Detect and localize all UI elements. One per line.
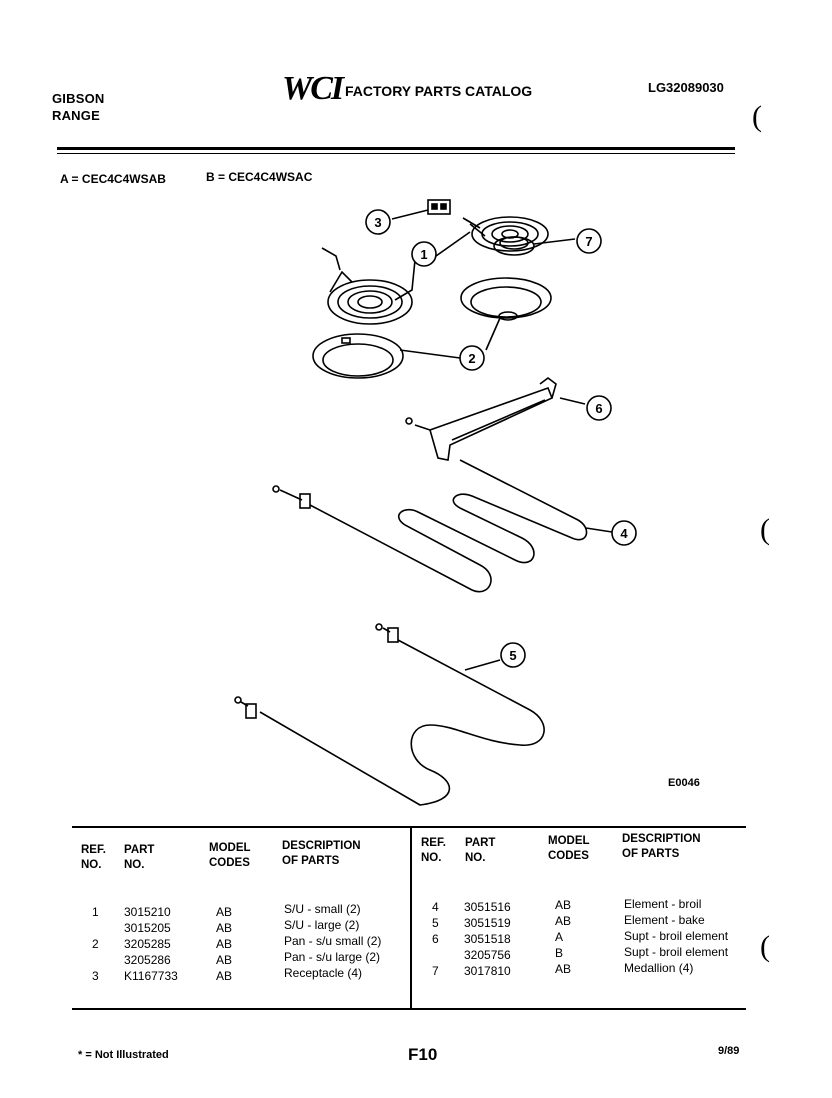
row-model: A xyxy=(555,930,564,944)
page-number: F10 xyxy=(408,1045,438,1064)
row-ref: 4 xyxy=(432,900,439,914)
col-header-ref: REF.NO. xyxy=(81,844,106,871)
row-part: 3205286 xyxy=(124,953,171,967)
catalog-title: FACTORY PARTS CATALOG xyxy=(345,83,533,99)
row-ref: 1 xyxy=(92,905,99,919)
row-model: AB xyxy=(216,905,233,919)
diagram-code: E0046 xyxy=(668,777,700,789)
row-part: 3205756 xyxy=(464,948,511,962)
row-desc: S/U - small (2) xyxy=(284,902,361,916)
callout-2: 2 xyxy=(459,345,485,371)
binder-mark-bottom: ( xyxy=(760,930,770,963)
row-desc: Receptacle (4) xyxy=(284,966,363,980)
row-model: AB xyxy=(216,921,233,935)
wci-logo: WCI xyxy=(282,70,344,107)
drip-pan-large xyxy=(312,333,404,379)
callout-4-label: 4 xyxy=(620,526,628,541)
row-part: 3205285 xyxy=(124,937,171,951)
row-desc: Pan - s/u large (2) xyxy=(284,950,381,964)
row-part: 3015205 xyxy=(124,921,171,935)
callout-7: 7 xyxy=(576,228,602,254)
broil-element xyxy=(272,459,613,593)
header-rule-thin xyxy=(57,153,735,154)
row-part: 3015210 xyxy=(124,905,171,919)
callout-1-label: 1 xyxy=(420,247,427,262)
table-bottom-rule xyxy=(72,1008,746,1010)
callout-6-label: 6 xyxy=(595,401,602,416)
col-header-ref-right: REF.NO. xyxy=(421,837,446,864)
surface-unit-small xyxy=(462,216,549,252)
row-desc: Pan - s/u small (2) xyxy=(284,934,382,948)
callout-3-label: 3 xyxy=(374,215,381,230)
row-part: 3017810 xyxy=(464,964,511,978)
binder-mark-top: ( xyxy=(752,100,762,133)
catalog-date: 9/89 xyxy=(718,1045,740,1057)
row-ref: 3 xyxy=(92,969,99,983)
row-ref: 6 xyxy=(432,932,439,946)
row-ref: 2 xyxy=(92,937,99,951)
broil-element-support xyxy=(405,377,586,461)
row-part: 3051519 xyxy=(464,916,511,930)
callout-6: 6 xyxy=(586,395,612,421)
row-model: AB xyxy=(216,953,233,967)
row-model: AB xyxy=(555,898,572,912)
callout-7-label: 7 xyxy=(585,234,592,249)
table-divider xyxy=(410,826,412,1010)
row-model: B xyxy=(555,946,564,960)
row-model: AB xyxy=(216,969,233,983)
callout-5: 5 xyxy=(500,642,526,668)
header-rule xyxy=(57,147,735,150)
receptacle-part xyxy=(391,199,451,220)
exploded-parts-diagram: 3 1 7 2 6 4 5 xyxy=(234,199,637,806)
table-top-rule xyxy=(72,826,746,828)
row-desc: Supt - broil element xyxy=(624,929,729,943)
model-a: A = CEC4C4WSAB xyxy=(60,172,166,186)
row-ref: 7 xyxy=(432,964,439,978)
row-desc: Supt - broil element xyxy=(624,945,729,959)
row-model: AB xyxy=(216,937,233,951)
row-model: AB xyxy=(555,914,572,928)
row-part: 3051516 xyxy=(464,900,511,914)
row-part: K1167733 xyxy=(124,969,178,983)
callout-5-label: 5 xyxy=(509,648,516,663)
row-ref: 5 xyxy=(432,916,439,930)
surface-unit-large xyxy=(321,247,413,325)
callout-3: 3 xyxy=(365,209,391,235)
row-model: AB xyxy=(555,962,572,976)
callout-2-label: 2 xyxy=(468,351,475,366)
brand-line-1: GIBSON xyxy=(52,91,105,106)
row-desc: Element - bake xyxy=(624,913,705,927)
catalog-number: LG32089030 xyxy=(648,80,724,95)
footnote: * = Not Illustrated xyxy=(78,1049,169,1061)
bake-element xyxy=(234,623,545,806)
row-desc: Element - broil xyxy=(624,897,702,911)
callout-4: 4 xyxy=(611,520,637,546)
binder-mark-middle: ( xyxy=(760,513,770,546)
callout-1: 1 xyxy=(411,241,437,267)
brand-line-2: RANGE xyxy=(52,108,100,123)
row-part: 3051518 xyxy=(464,932,511,946)
brand-name: GIBSON RANGE xyxy=(52,90,104,124)
model-b: B = CEC4C4WSAC xyxy=(206,170,313,184)
row-desc: S/U - large (2) xyxy=(284,918,360,932)
row-desc: Medallion (4) xyxy=(624,961,694,975)
drip-pan-small xyxy=(460,277,552,321)
